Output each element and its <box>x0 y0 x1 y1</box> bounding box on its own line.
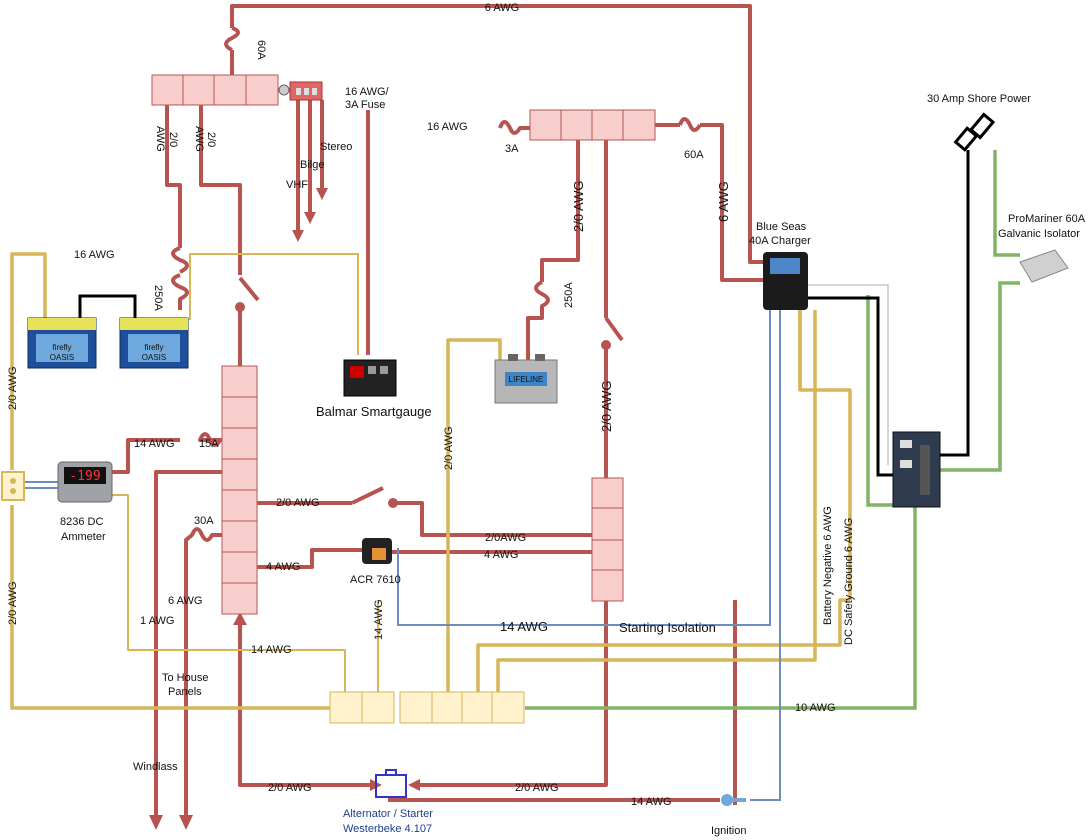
label-fuse-3a: 3A Fuse <box>345 99 385 111</box>
label-2-0: 2/0 <box>205 132 217 147</box>
label-switch-2-0awg: 2/0 AWG <box>276 497 320 509</box>
label-left-2-0awg-a: 2/0 AWG <box>7 366 19 410</box>
signal-wires <box>25 310 781 801</box>
arrow-icon-house <box>179 815 193 830</box>
label-ammeter-2: Ammeter <box>61 531 106 543</box>
label-galvanic-1: ProMariner 60A <box>1008 213 1086 225</box>
battery-brand: firefly <box>144 343 163 352</box>
label-fuse-3a-mid: 3A <box>505 143 519 155</box>
battery-icon-house-1: firefly OASIS <box>27 317 97 369</box>
ground-wires <box>525 150 1020 710</box>
label-left-2-0awg-b: 2/0 AWG <box>7 581 19 625</box>
label-fuse-60a-top: 60A <box>255 40 267 60</box>
label-wire-4awg-left: 4 AWG <box>266 561 300 573</box>
arrow-icon-alt-right <box>408 779 420 791</box>
busbar-negative <box>329 691 525 724</box>
battery-model: OASIS <box>142 353 166 362</box>
label-wire-14awg-vert: 14 AWG <box>373 599 385 640</box>
label-ammeter-1: 8236 DC <box>60 516 103 528</box>
label-windlass: Windlass <box>133 761 178 773</box>
busbar-mid <box>529 109 656 141</box>
label-alternator-2: Westerbeke 4.107 <box>343 823 432 835</box>
label-fuse-60a-mid: 60A <box>684 149 704 161</box>
arrow-icons <box>149 188 420 830</box>
label-fuse-250a-mid: 250A <box>563 282 575 308</box>
label-acr: ACR 7610 <box>350 574 401 586</box>
start-battery-brand: LIFELINE <box>509 375 544 384</box>
label-wire-6awg-left: 6 AWG <box>168 595 202 607</box>
label-alternator-1: Alternator / Starter <box>343 808 433 820</box>
label-line-16awg-mid: 16 AWG <box>427 121 468 133</box>
label-dc-safety-ground: DC Safety Ground 6 AWG <box>843 518 855 645</box>
battery-icon-start: LIFELINE <box>494 354 558 404</box>
label-wire-14awg-blue: 14 AWG <box>500 619 548 634</box>
label-ignition: Ignition <box>711 825 746 837</box>
diagram-labels: 6 AWG 60A 16 AWG/ 3A Fuse Stereo Bilge V… <box>7 2 1086 837</box>
label-fuse-30a: 30A <box>194 515 214 527</box>
label-wire-1awg: 1 AWG <box>140 615 174 627</box>
dc-ammeter: -199 <box>57 461 113 503</box>
battery-model: OASIS <box>50 353 74 362</box>
ac-white-wire <box>808 284 889 465</box>
fuse-block <box>278 81 323 101</box>
label-wire-2-0awg-yellow: 2/0 AWG <box>443 426 455 470</box>
key-icon <box>721 794 746 806</box>
arrow-icon-stereo <box>316 188 328 200</box>
label-blue-seas-1: Blue Seas <box>756 221 807 233</box>
label-wire-4awg-right: 4 AWG <box>484 549 518 561</box>
label-awg: AWG <box>154 126 166 152</box>
label-wire-10awg: 10 AWG <box>795 702 836 714</box>
label-fuse-250a-left: 250A <box>152 285 164 311</box>
label-galvanic-2: Galvanic Isolator <box>998 228 1080 240</box>
label-starting-isolation: Starting Isolation <box>619 620 716 635</box>
label-battery-negative: Battery Negative 6 AWG <box>822 506 834 625</box>
blue-seas-charger <box>763 252 808 310</box>
busbar-start <box>591 477 624 602</box>
engine-icon <box>375 769 407 798</box>
ammeter-display: -199 <box>69 469 100 484</box>
label-wire-14awg-bottom: 14 AWG <box>251 644 292 656</box>
arrow-icon-bilge <box>304 212 316 224</box>
label-to-house-2: Panels <box>168 686 202 698</box>
arrow-icon-house-up <box>233 612 247 625</box>
label-shore-power: 30 Amp Shore Power <box>927 93 1031 105</box>
shunt <box>1 471 25 501</box>
positive-wires <box>112 4 765 818</box>
negative-wires <box>10 252 852 710</box>
label-2-0: 2/0 <box>167 132 179 147</box>
label-ammeter-14awg: 14 AWG <box>134 438 175 450</box>
label-vhf: VHF <box>286 179 308 191</box>
label-bilge: Bilge <box>300 159 324 171</box>
label-top-6awg: 6 AWG <box>485 2 519 14</box>
label-wire-6awg-vertical: 6 AWG <box>716 181 731 222</box>
label-stereo: Stereo <box>320 141 352 153</box>
label-fuse-15a: 15A <box>199 438 219 450</box>
label-awg: AWG <box>193 126 205 152</box>
label-wire-2-0awg-right: 2/0AWG <box>485 532 526 544</box>
label-wire-2-0awg-alt-right: 2/0 AWG <box>515 782 559 794</box>
label-to-house-1: To House <box>162 672 208 684</box>
label-balmar: Balmar Smartgauge <box>316 404 432 419</box>
acr-7610 <box>362 538 392 564</box>
arrow-icon-vhf <box>292 230 304 242</box>
battery-brand: firefly <box>52 343 71 352</box>
label-wire-2-0awg-alt-left: 2/0 AWG <box>268 782 312 794</box>
label-wire-14awg-ign: 14 AWG <box>631 796 672 808</box>
switch-icon <box>235 302 611 508</box>
arrow-icon-windlass <box>149 815 163 830</box>
label-wire-2-0awg-vertical: 2/0 AWG <box>571 180 586 232</box>
label-line-16awg-left: 16 AWG <box>74 249 115 261</box>
label-fuse-16awg: 16 AWG/ <box>345 86 390 98</box>
balmar-smartgauge <box>343 359 397 397</box>
ac-wires <box>78 150 970 477</box>
galvanic-isolator <box>1019 249 1069 283</box>
battery-icon-house-2: firefly OASIS <box>119 317 189 369</box>
label-blue-seas-2: 40A Charger <box>749 235 811 247</box>
plug-icon <box>953 112 996 152</box>
busbar-top <box>151 74 279 106</box>
busbar-house <box>221 365 258 615</box>
ac-panel <box>892 431 941 508</box>
label-wire-2-0awg-start: 2/0 AWG <box>599 380 614 432</box>
